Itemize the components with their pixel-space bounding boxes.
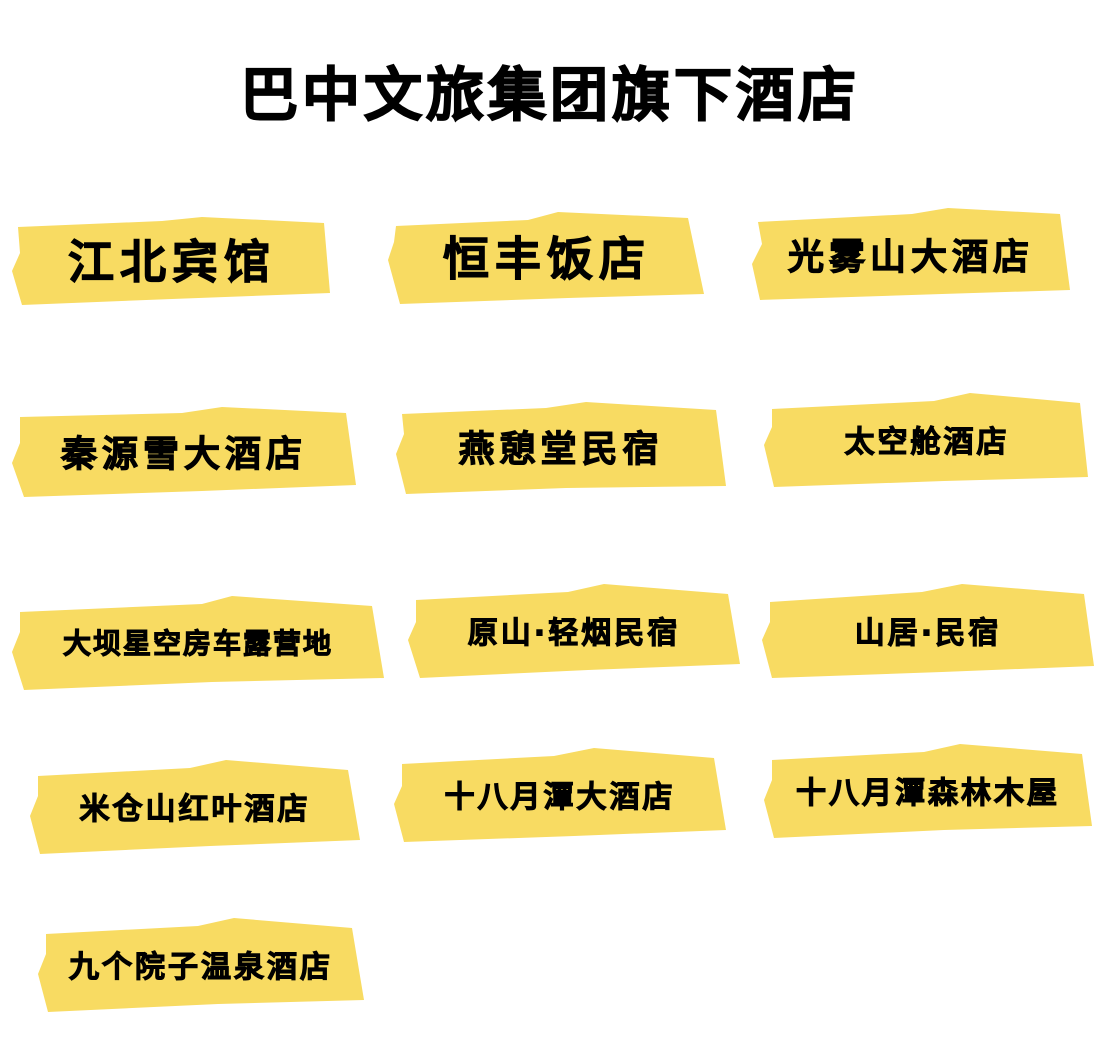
tag-background bbox=[12, 407, 356, 497]
hotel-tag: 燕憩堂民宿 bbox=[396, 400, 726, 494]
tag-background bbox=[12, 217, 330, 305]
tag-background bbox=[394, 748, 726, 842]
hotel-name: 米仓山红叶酒店 bbox=[79, 792, 311, 828]
hotel-tag: 大坝星空房车露营地 bbox=[12, 596, 384, 690]
hotel-tag: 江北宾馆 bbox=[12, 213, 332, 305]
hotel-tag: 光雾山大酒店 bbox=[752, 208, 1070, 300]
hotel-name: 原山·轻烟民宿 bbox=[467, 616, 681, 652]
tag-background bbox=[752, 208, 1070, 300]
hotel-tag: 恒丰饭店 bbox=[388, 210, 706, 304]
hotel-tag: 原山·轻烟民宿 bbox=[408, 584, 740, 678]
tag-background bbox=[396, 402, 726, 494]
tag-background bbox=[38, 918, 364, 1012]
page-title: 巴中文旅集团旗下酒店 bbox=[239, 60, 860, 130]
hotel-name: 太空舱酒店 bbox=[844, 425, 1010, 461]
tag-background bbox=[30, 760, 360, 854]
hotel-tag: 十八月潭森林木屋 bbox=[764, 744, 1092, 838]
hotel-name: 燕憩堂民宿 bbox=[458, 429, 664, 471]
hotel-tag: 山居·民宿 bbox=[762, 584, 1094, 678]
tag-background bbox=[762, 584, 1094, 678]
hotel-name: 山居·民宿 bbox=[854, 616, 1002, 652]
hotel-tag: 十八月潭大酒店 bbox=[394, 748, 726, 842]
tag-background bbox=[408, 584, 740, 678]
hotel-tag: 秦源雪大酒店 bbox=[12, 405, 356, 497]
tag-background bbox=[388, 212, 704, 304]
hotel-name: 十八月潭大酒店 bbox=[444, 780, 676, 816]
hotel-name: 江北宾馆 bbox=[68, 235, 276, 290]
hotel-tag: 米仓山红叶酒店 bbox=[30, 760, 360, 854]
tag-background bbox=[764, 393, 1088, 487]
hotel-name: 秦源雪大酒店 bbox=[60, 434, 307, 476]
hotel-name: 十八月潭森林木屋 bbox=[796, 776, 1060, 812]
hotel-name: 九个院子温泉酒店 bbox=[69, 950, 333, 986]
hotel-tag: 九个院子温泉酒店 bbox=[38, 918, 364, 1012]
tag-background bbox=[764, 744, 1092, 838]
tag-background bbox=[12, 596, 384, 690]
hotel-name: 大坝星空房车露营地 bbox=[62, 627, 333, 661]
hotel-name: 恒丰饭店 bbox=[443, 232, 651, 287]
hotel-tag: 太空舱酒店 bbox=[764, 393, 1090, 487]
hotel-name: 光雾山大酒店 bbox=[787, 237, 1034, 279]
